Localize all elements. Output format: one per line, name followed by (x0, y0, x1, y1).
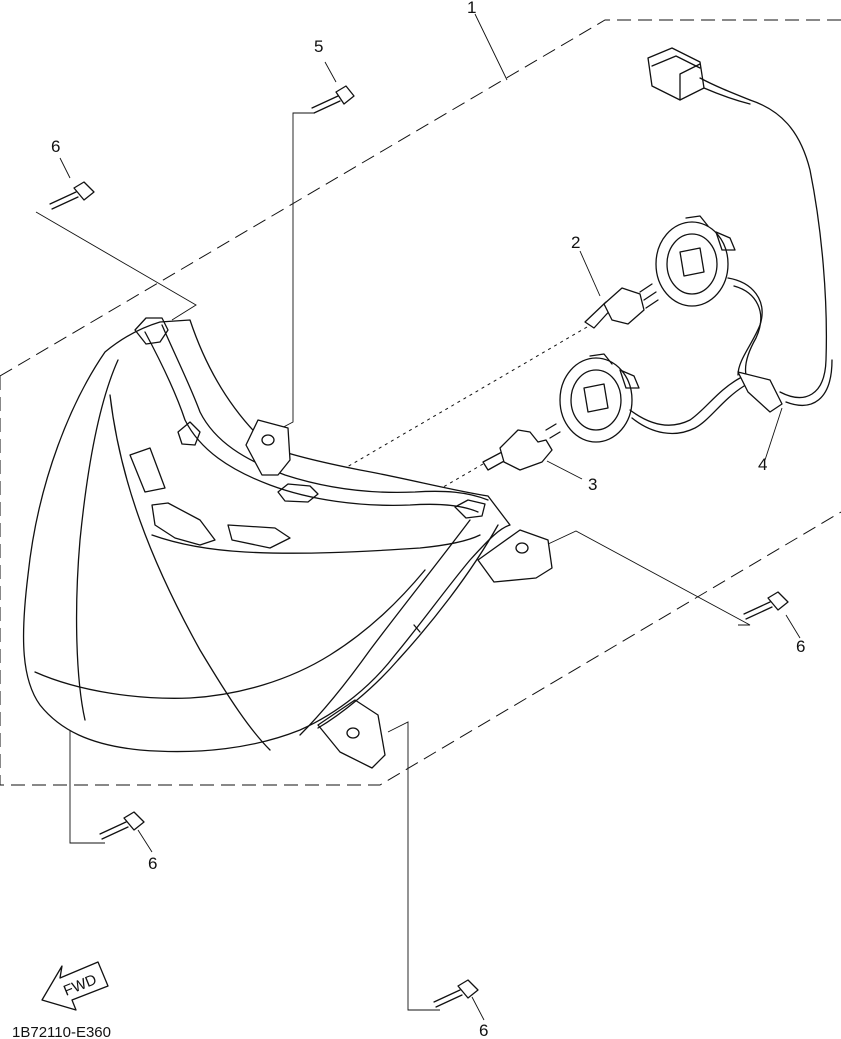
fwd-arrow-icon: FWD (41, 961, 109, 1011)
bulb-3 (482, 423, 561, 471)
leader-lines (35, 13, 801, 1021)
callout-2: 2 (571, 233, 580, 252)
bolt-6-upper-left (49, 181, 95, 210)
headlight-housing (22, 317, 553, 769)
callout-6-bottom: 6 (479, 1021, 488, 1039)
callout-6-right: 6 (796, 637, 805, 656)
bolt-6-bottom (433, 979, 479, 1008)
callout-5: 5 (314, 37, 323, 56)
callout-6-upper-left: 6 (51, 137, 60, 156)
callout-labels: 1 2 3 4 5 6 6 6 6 (51, 0, 805, 1039)
callout-3: 3 (588, 475, 597, 494)
bolt-6-lower-left (99, 811, 145, 840)
callout-1: 1 (467, 0, 476, 17)
bolt-5 (311, 85, 355, 114)
bolt-6-right (743, 591, 789, 620)
bulb-2 (584, 283, 659, 329)
diagram-code: 1B72110-E360 (12, 1024, 111, 1039)
callout-4: 4 (758, 455, 767, 474)
socket-harness-4 (559, 47, 833, 443)
assembly-boundary (0, 19, 841, 786)
callout-6-lower-left: 6 (148, 854, 157, 873)
